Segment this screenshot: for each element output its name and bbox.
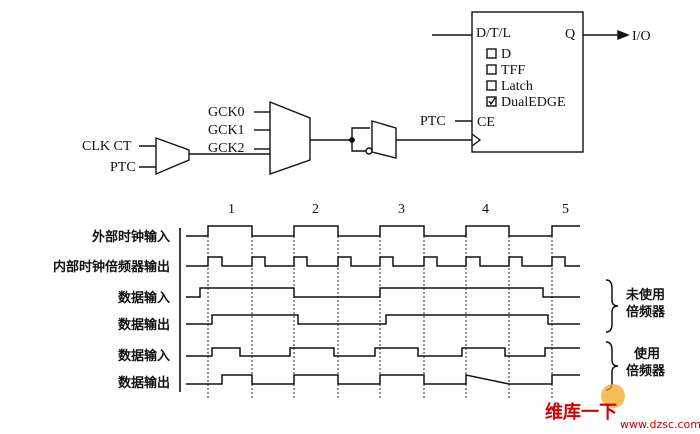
and-gate-body <box>155 137 190 176</box>
clock-numbers: 1 2 3 4 5 <box>228 202 569 217</box>
dualedge-check-mark <box>488 97 496 106</box>
waveform-doubler-out <box>186 256 580 267</box>
flip-flop-block <box>432 11 630 153</box>
flip-flop-box <box>471 11 584 153</box>
signal-label-data-in-1: 数据输入 <box>118 290 170 306</box>
waveform-data-out-1 <box>186 314 580 325</box>
polarity-mux-body <box>371 120 397 159</box>
waveform-ext-clock <box>186 225 580 237</box>
waveforms <box>186 225 580 385</box>
option-checkbox-d <box>486 48 497 59</box>
option-checkbox-dualedge <box>486 96 497 107</box>
mux-input-gck2: GCK2 <box>208 141 245 156</box>
q-output-arrow <box>617 29 630 41</box>
reference-lines <box>207 228 553 400</box>
brace-with-doubler <box>605 341 619 391</box>
group-braces <box>605 279 619 391</box>
mux-input-gck0: GCK0 <box>208 105 245 120</box>
polarity-selector <box>345 120 472 159</box>
ff-ptc-label: PTC <box>420 114 446 129</box>
d-t-l-label: D/T/L <box>476 26 511 41</box>
signal-label-ext-clock: 外部时钟输入 <box>91 229 170 245</box>
io-label: I/O <box>632 29 651 44</box>
clock-number: 2 <box>312 202 319 217</box>
option-checkbox-tff <box>486 64 497 75</box>
watermark-mascot-icon <box>601 384 625 408</box>
q-label: Q <box>565 27 575 42</box>
clock-number: 3 <box>398 202 405 217</box>
clock-edge-triangle <box>471 133 482 147</box>
brace-no-doubler <box>605 279 619 333</box>
clock-number: 4 <box>482 202 489 217</box>
waveform-data-out-2 <box>186 374 580 385</box>
junction-dot <box>349 137 355 143</box>
option-checkbox-latch <box>486 80 497 91</box>
mux-input-gck1: GCK1 <box>208 123 245 138</box>
waveform-data-in-1 <box>186 287 580 298</box>
and-input-clkct: CLK CT <box>82 139 132 154</box>
signal-label-doubler-out: 内部时钟倍频器输出 <box>53 259 170 275</box>
input-and-gate <box>139 137 190 176</box>
group-label-with-doubler-line1: 使用 <box>633 346 660 362</box>
clock-number: 5 <box>562 202 569 217</box>
and-input-ptc: PTC <box>110 160 136 175</box>
group-label-with-doubler-line2: 倍频器 <box>626 363 666 379</box>
signal-labels: 外部时钟输入 内部时钟倍频器输出 数据输入 数据输出 数据输入 数据输出 <box>53 229 170 391</box>
watermark-text: 维库一下 <box>545 401 617 423</box>
signal-label-data-out-2: 数据输出 <box>118 375 170 391</box>
signal-label-data-out-1: 数据输出 <box>118 317 170 333</box>
watermark-url: www.dzsc.com <box>620 418 700 431</box>
mux-body <box>269 100 311 175</box>
polarity-lower-path <box>351 140 366 152</box>
gck-multiplexer <box>189 100 345 175</box>
polarity-upper-path <box>345 127 370 141</box>
option-label-dualedge: DualEDGE <box>501 95 566 110</box>
group-label-no-doubler-line2: 倍频器 <box>626 304 666 320</box>
clock-number: 1 <box>228 202 235 217</box>
waveform-data-in-2 <box>186 347 580 357</box>
inverter-bubble <box>365 147 373 155</box>
watermark: 维库一下 www.dzsc.com <box>545 384 700 431</box>
group-label-no-doubler-line1: 未使用 <box>625 287 665 303</box>
option-label-d: D <box>501 47 511 62</box>
signal-label-data-in-2: 数据输入 <box>118 348 170 364</box>
option-label-tff: TFF <box>501 63 525 78</box>
ce-label: CE <box>477 115 495 130</box>
option-label-latch: Latch <box>501 79 533 94</box>
